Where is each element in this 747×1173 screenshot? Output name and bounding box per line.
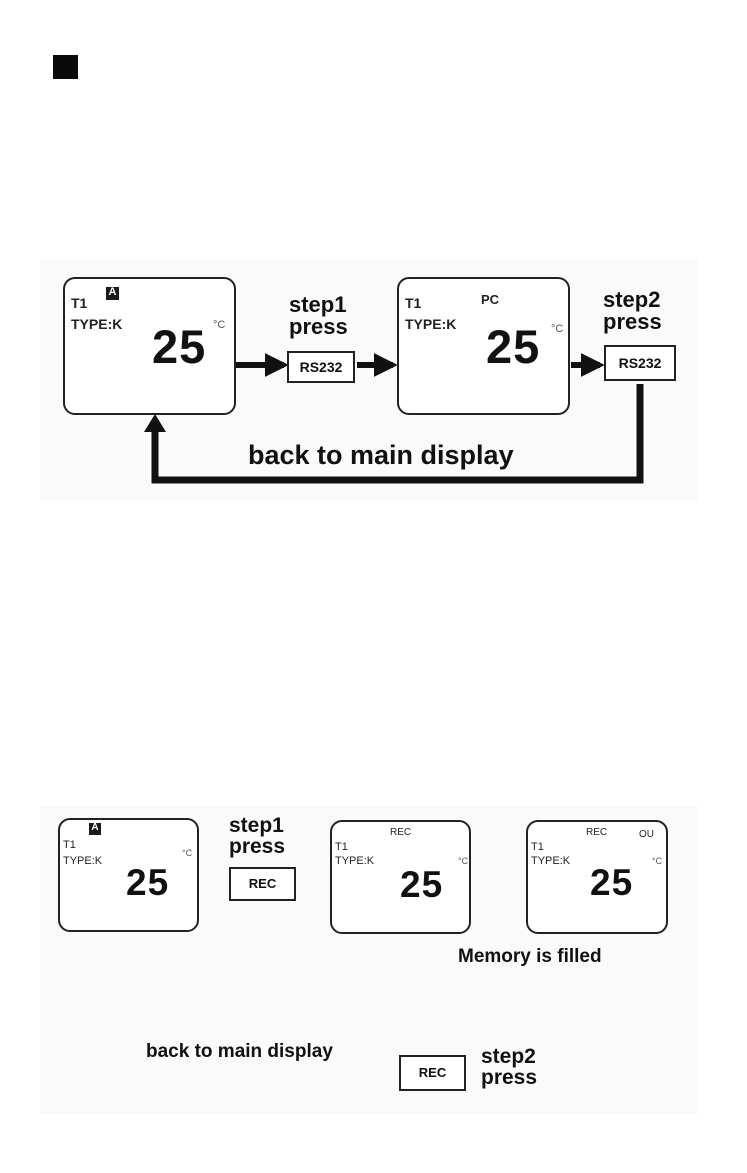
- d2-b-rec-indicator: REC: [390, 828, 411, 838]
- d2-c-value: 25: [590, 864, 633, 901]
- d2-a-unit: °C: [182, 848, 192, 858]
- d1-step2-label: step2 press: [603, 289, 662, 333]
- d1-step1-text: step1: [289, 294, 348, 316]
- d2-c-ou-indicator: OU: [639, 830, 654, 840]
- d1-step2-text: step2: [603, 289, 662, 311]
- d2-memory-filled-label: Memory is filled: [458, 946, 602, 968]
- d2-step1-label: step1 press: [229, 815, 285, 857]
- d2-b-channel: T1: [335, 842, 348, 853]
- d1-b-type: TYPE:K: [405, 317, 456, 331]
- d1-b-pc-indicator: PC: [481, 293, 499, 306]
- d1-b-value: 25: [486, 323, 540, 370]
- d1-return-label: back to main display: [248, 440, 514, 471]
- d1-rs232-key-step1[interactable]: RS232: [287, 351, 355, 383]
- d2-c-unit: °C: [652, 856, 662, 866]
- d1-pc-display: T1 PC TYPE:K 25 °C: [397, 277, 570, 415]
- d1-return-arrowhead: [144, 414, 166, 432]
- d1-main-display: T1 A TYPE:K 25 °C: [63, 277, 236, 415]
- d2-step1-press: press: [229, 836, 285, 857]
- d2-a-channel: T1: [63, 840, 76, 851]
- d1-step2-press: press: [603, 311, 662, 333]
- d1-a-flag-icon: A: [106, 287, 119, 300]
- d2-overflow-display: REC OU T1 TYPE:K 25 °C: [526, 820, 668, 934]
- d2-rec-key-step2[interactable]: REC: [399, 1055, 466, 1091]
- d2-b-unit: °C: [458, 856, 468, 866]
- d2-b-type: TYPE:K: [335, 856, 374, 867]
- d2-rec-display: REC T1 TYPE:K 25 °C: [330, 820, 471, 934]
- d2-main-display: A T1 TYPE:K 25 °C: [58, 818, 199, 932]
- d2-step2-label: step2 press: [481, 1046, 537, 1088]
- d1-a-type: TYPE:K: [71, 317, 122, 331]
- d2-c-rec-indicator: REC: [586, 828, 607, 838]
- d1-a-value: 25: [152, 323, 206, 370]
- d1-b-unit: °C: [551, 323, 563, 335]
- d1-rs232-key-step2[interactable]: RS232: [604, 345, 676, 381]
- d2-c-channel: T1: [531, 842, 544, 853]
- d1-step1-press: press: [289, 316, 348, 338]
- d2-return-label: back to main display: [146, 1041, 333, 1063]
- d2-step1-text: step1: [229, 815, 285, 836]
- d2-c-type: TYPE:K: [531, 856, 570, 867]
- d2-a-type: TYPE:K: [63, 856, 102, 867]
- d2-a-flag-icon: A: [89, 823, 101, 835]
- d2-b-value: 25: [400, 866, 443, 903]
- d1-b-channel: T1: [405, 296, 421, 310]
- d2-step2-press: press: [481, 1067, 537, 1088]
- d2-rec-key-step1[interactable]: REC: [229, 867, 296, 901]
- d2-step2-text: step2: [481, 1046, 537, 1067]
- d1-a-unit: °C: [213, 319, 225, 331]
- d1-step1-label: step1 press: [289, 294, 348, 338]
- d1-a-channel: T1: [71, 296, 87, 310]
- d2-a-value: 25: [126, 864, 169, 901]
